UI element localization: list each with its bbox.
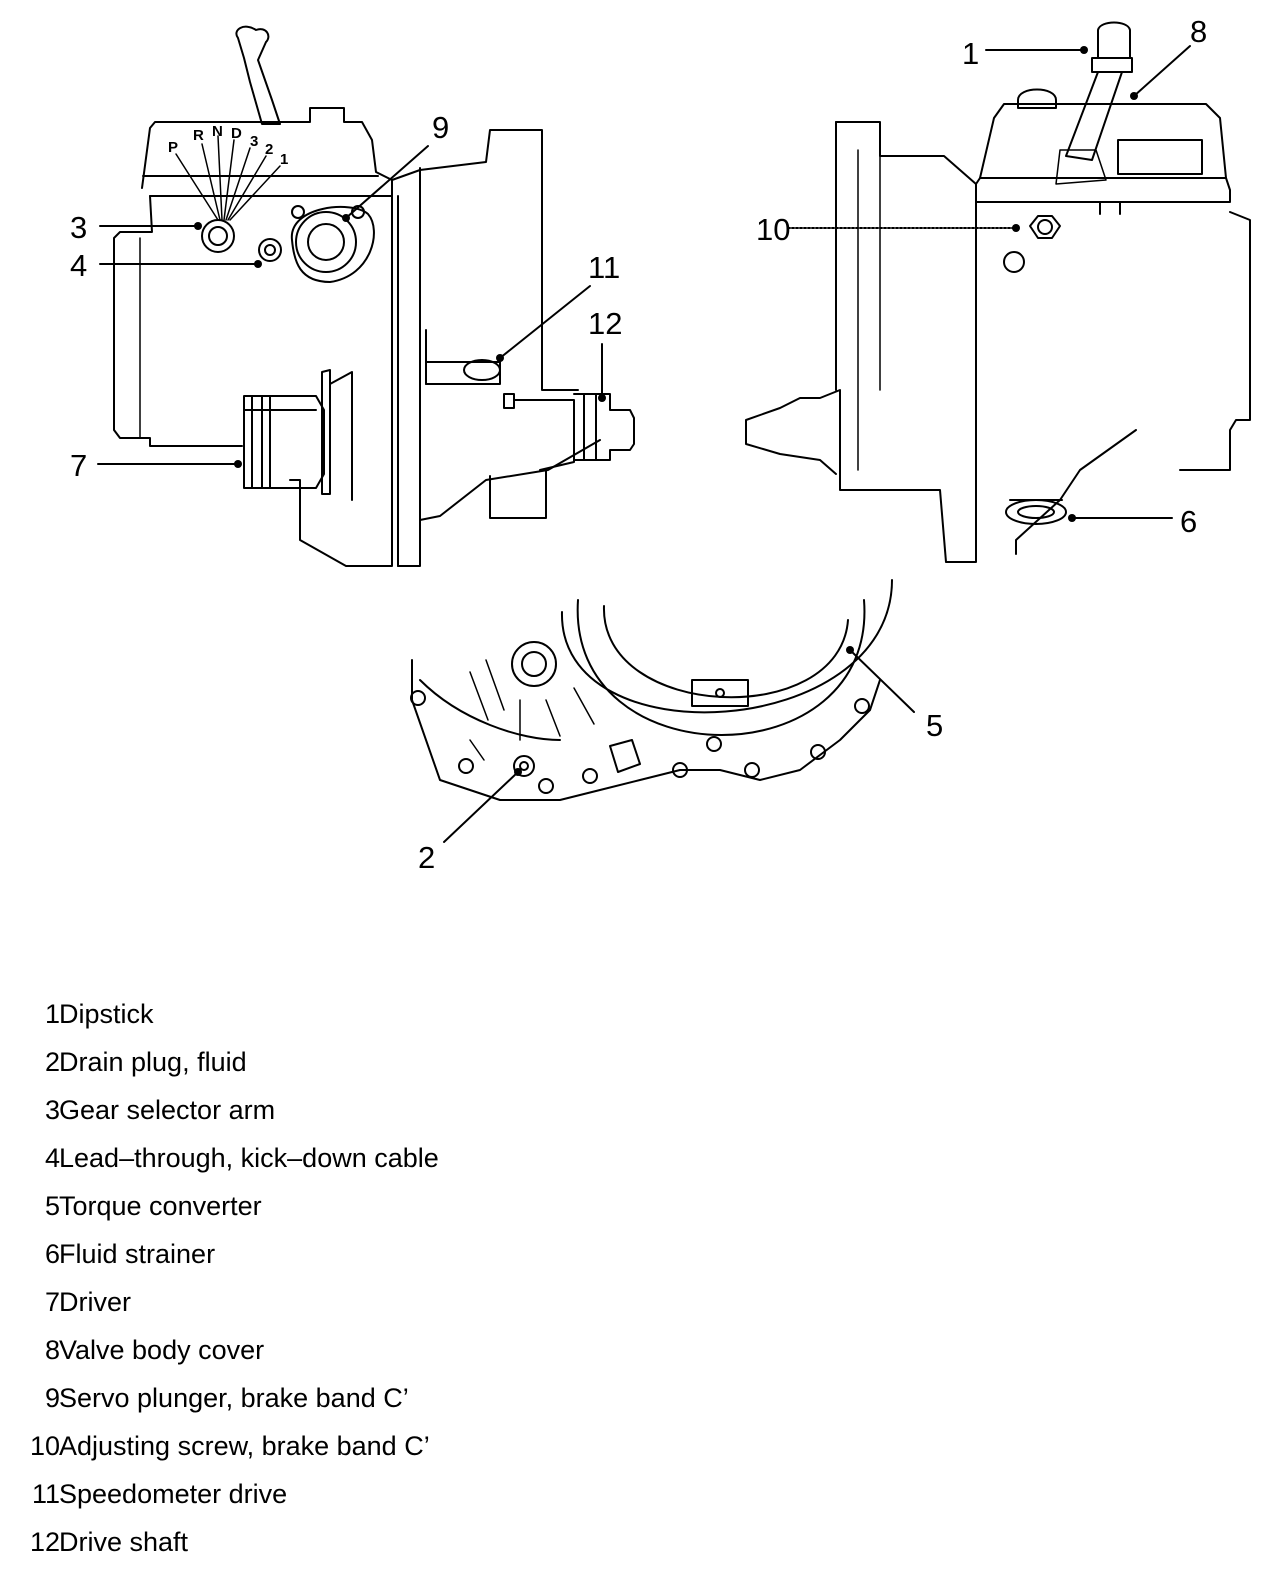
legend-number: 2 bbox=[44, 1047, 60, 1077]
legend-label: Dipstick bbox=[59, 999, 154, 1029]
legend-label: Valve body cover bbox=[59, 1335, 265, 1365]
leader-lines bbox=[97, 45, 1191, 843]
legend-number: 10 bbox=[29, 1431, 60, 1461]
legend-number: 9 bbox=[44, 1383, 60, 1413]
legend-number: 8 bbox=[44, 1335, 60, 1365]
gear-letter-p: P bbox=[168, 139, 178, 156]
callout-1: 1 bbox=[962, 36, 979, 71]
legend-label: Servo plunger, brake band C’ bbox=[59, 1383, 409, 1413]
callout-6: 6 bbox=[1180, 504, 1197, 539]
legend-number: 7 bbox=[44, 1287, 60, 1317]
callout-8: 8 bbox=[1190, 14, 1207, 49]
legend-label: Gear selector arm bbox=[59, 1095, 276, 1125]
kickdown-cable-leadthrough bbox=[258, 238, 282, 262]
legend-label: Drain plug, fluid bbox=[59, 1047, 247, 1077]
legend-label: Fluid strainer bbox=[59, 1239, 216, 1269]
torque-converter bbox=[602, 605, 849, 699]
speedometer-drive bbox=[463, 359, 501, 381]
legend-number: 3 bbox=[44, 1095, 60, 1125]
callout-7: 7 bbox=[70, 448, 87, 483]
callout-4: 4 bbox=[70, 248, 87, 283]
drain-plug bbox=[513, 755, 535, 777]
gear-letter-3: 3 bbox=[250, 133, 258, 150]
gear-letter-r: R bbox=[193, 127, 204, 144]
legend-number: 5 bbox=[44, 1191, 60, 1221]
drive-shaft bbox=[573, 393, 635, 461]
bottom-view bbox=[410, 579, 893, 801]
legend-label: Drive shaft bbox=[59, 1527, 189, 1557]
legend-number: 12 bbox=[29, 1527, 60, 1557]
callout-2: 2 bbox=[418, 840, 435, 875]
driver bbox=[243, 395, 325, 489]
gear-indicator-letters: P R N D 3 2 1 bbox=[168, 123, 288, 168]
callout-5: 5 bbox=[926, 708, 943, 743]
callout-3: 3 bbox=[70, 210, 87, 245]
legend-label: Lead–through, kick–down cable bbox=[59, 1143, 439, 1173]
legend-label: Driver bbox=[59, 1287, 131, 1317]
callout-labels: 1 2 3 4 5 6 7 8 9 10 11 12 bbox=[70, 14, 1207, 875]
gear-letter-1: 1 bbox=[280, 151, 288, 168]
gear-letter-d: D bbox=[231, 125, 242, 142]
callout-12: 12 bbox=[588, 306, 622, 341]
right-side-view bbox=[745, 21, 1251, 563]
callout-9: 9 bbox=[432, 110, 449, 145]
left-side-view bbox=[113, 25, 635, 567]
transmission-diagram: P R N D 3 2 1 1 2 3 4 5 6 7 8 9 10 11 12 bbox=[70, 14, 1251, 875]
fluid-strainer bbox=[1005, 499, 1067, 525]
legend-number: 6 bbox=[44, 1239, 60, 1269]
gear-letter-n: N bbox=[212, 123, 223, 140]
servo-plunger bbox=[290, 206, 375, 283]
gear-lever bbox=[235, 25, 281, 125]
leader-dots bbox=[194, 46, 1138, 776]
dipstick bbox=[1097, 21, 1131, 59]
gear-letter-2: 2 bbox=[265, 141, 273, 158]
legend-label: Speedometer drive bbox=[59, 1479, 288, 1509]
legend-number: 1 bbox=[44, 999, 60, 1029]
legend-label: Adjusting screw, brake band C’ bbox=[59, 1431, 430, 1461]
legend-number: 4 bbox=[44, 1143, 60, 1173]
callout-10: 10 bbox=[756, 212, 790, 247]
adjusting-screw bbox=[1029, 215, 1061, 239]
gear-selector-arm bbox=[201, 219, 235, 253]
legend-label: Torque converter bbox=[59, 1191, 262, 1221]
legend-number: 11 bbox=[31, 1479, 60, 1509]
callout-11: 11 bbox=[588, 250, 620, 285]
